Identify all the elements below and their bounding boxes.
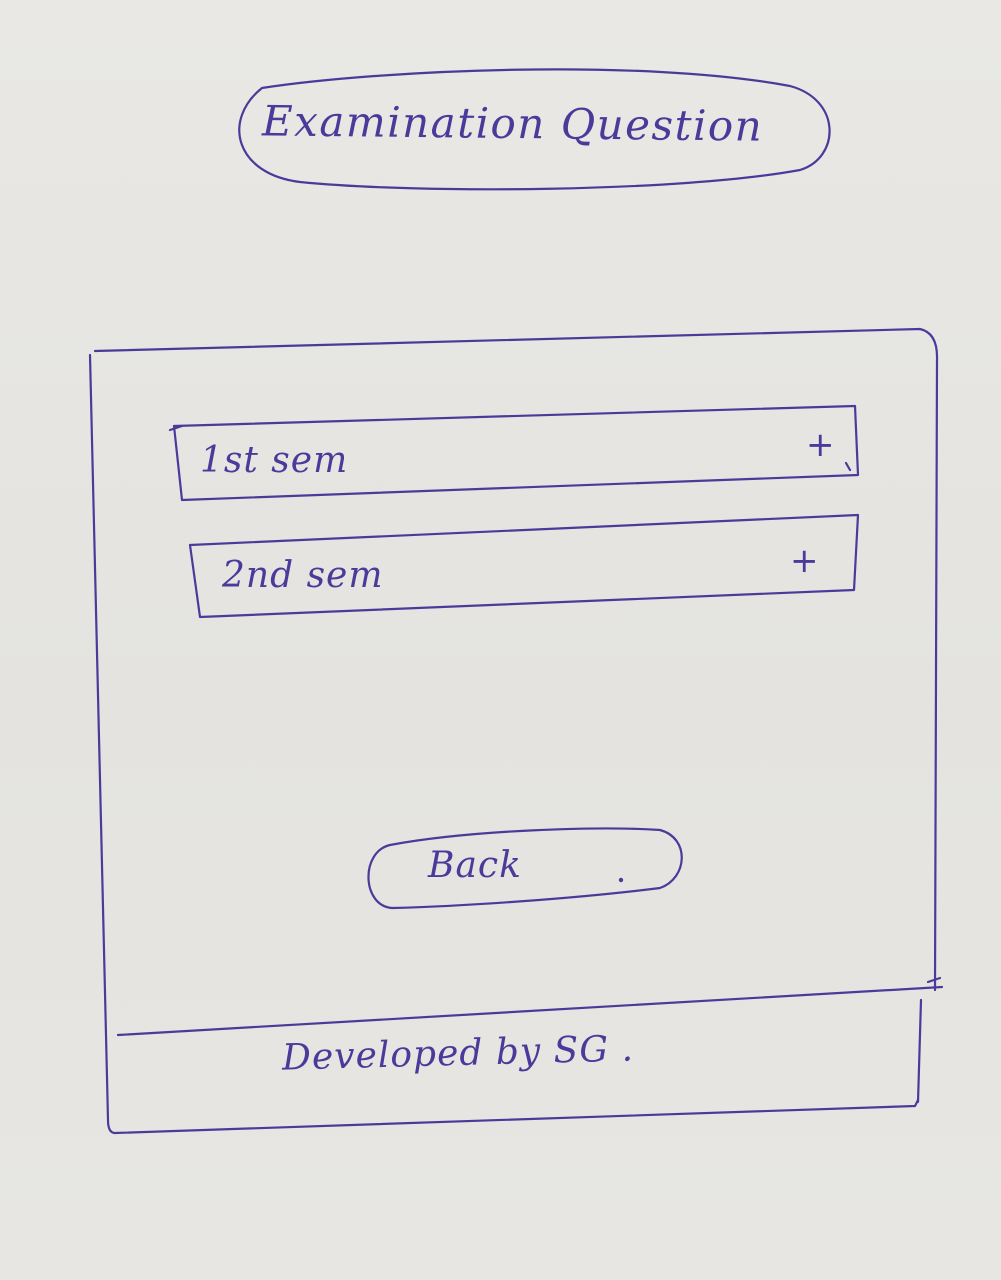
semester-bar-2-outline — [188, 513, 860, 619]
back-dot — [618, 877, 624, 883]
footer-credit: Developed by SG . — [281, 1028, 635, 1079]
app-frame — [88, 327, 939, 1135]
footer-divider-tick — [926, 976, 942, 984]
frame-right-lower — [916, 998, 923, 1104]
footer-divider — [116, 985, 944, 1037]
title-ellipse — [238, 68, 831, 191]
plus-icon[interactable]: + — [790, 541, 819, 581]
back-button-label: Back — [428, 845, 522, 886]
back-button[interactable] — [370, 832, 680, 908]
back-button-outline — [367, 827, 683, 910]
page-title: Examination Question — [261, 96, 764, 151]
semester-bar-1-outline — [172, 404, 860, 502]
semester-label-1: 1st sem — [200, 440, 349, 481]
semester-label-2: 2nd sem — [222, 555, 384, 596]
semester-bar-1-tick — [168, 424, 852, 472]
plus-icon[interactable]: + — [806, 425, 835, 465]
